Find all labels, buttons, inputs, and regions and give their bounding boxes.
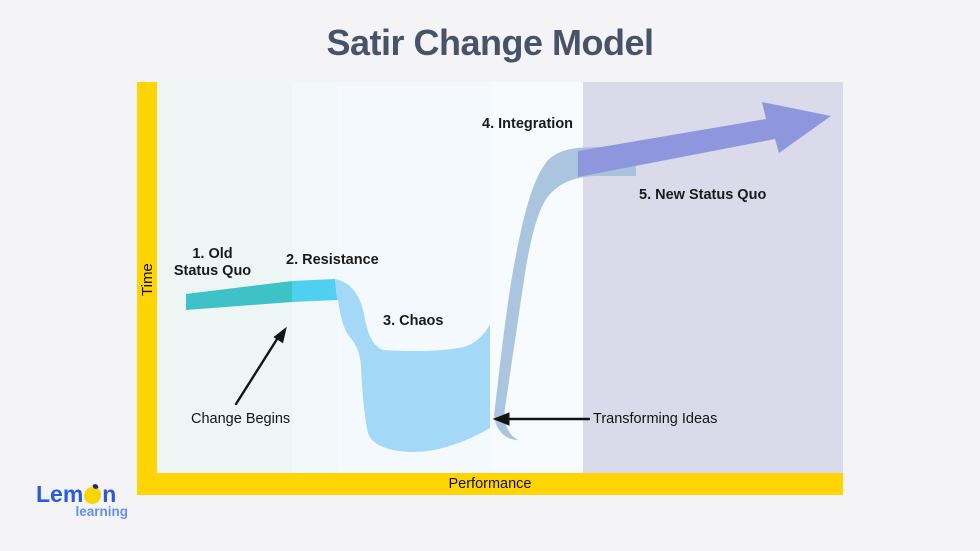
background-panel-old-status-quo [157,82,292,473]
new-status-quo-arrow [578,102,831,177]
logo-brand-suffix: n [102,481,117,507]
lemon-learning-logo: Lem n learning [36,482,128,519]
x-axis-label: Performance [448,476,532,492]
page-title: Satir Change Model [326,22,654,63]
resistance-band [292,279,338,302]
lemon-stem-icon [92,482,100,490]
old-status-quo-band [186,281,292,310]
x-axis-bar: Performance [137,473,843,495]
logo-tagline: learning [75,504,128,519]
change-begins-arrow [234,326,287,406]
stage-label-integration: 4. Integration [482,116,574,132]
background-panel-resistance [292,82,337,473]
stage-label-chaos: 3. Chaos [383,313,444,329]
lemon-icon [84,482,102,504]
integration-band [494,147,636,440]
transforming-ideas-arrow [492,412,591,426]
logo-brand-prefix: Lem [36,481,84,507]
annotation-change-begins: Change Begins [191,411,291,427]
stage-label-resistance: 2. Resistance [286,252,379,268]
background-panel-integration [490,82,583,473]
annotation-transforming-ideas: Transforming Ideas [593,411,718,427]
stage-label-new-status-quo: 5. New Status Quo [639,187,767,203]
y-axis-bar [137,82,157,495]
stage-label-old-status-quo: 1. Old Status Quo [173,246,252,279]
logo-brand: Lem n [36,482,128,506]
chaos-band [335,279,490,452]
